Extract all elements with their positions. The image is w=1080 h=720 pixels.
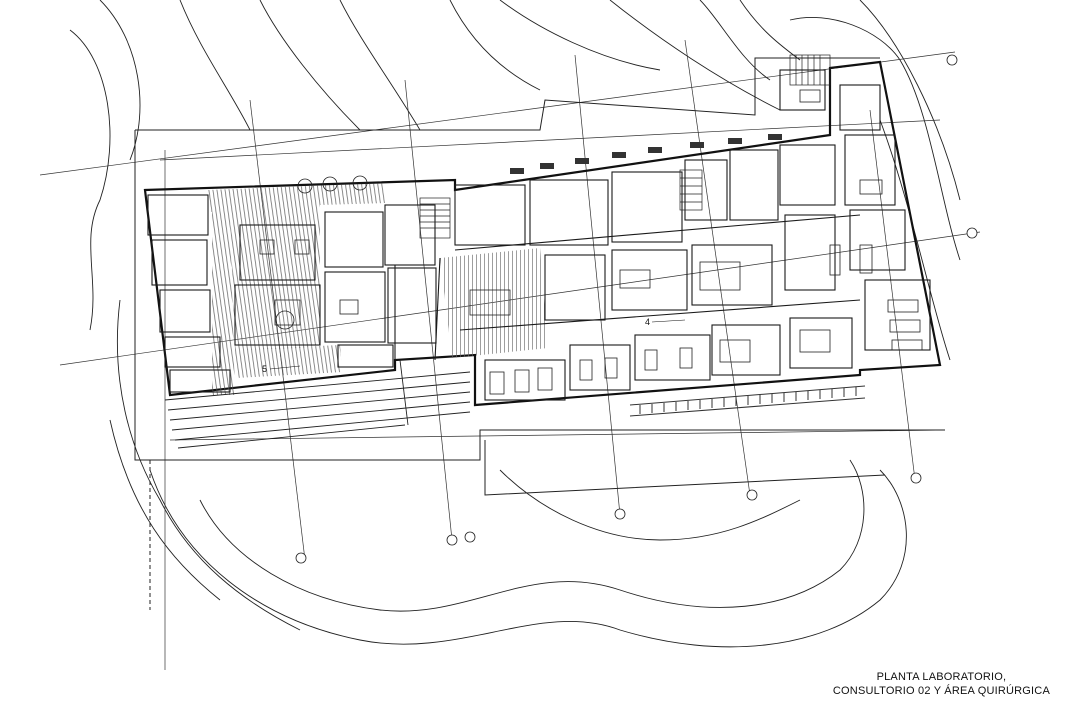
- furniture: [259, 89, 923, 395]
- north-wall-blocks: [510, 134, 782, 174]
- interior-walls: [147, 69, 931, 401]
- courtyard-hatch: [208, 183, 548, 395]
- drawing-caption: PLANTA LABORATORIO, CONSULTORIO 02 Y ÁRE…: [833, 670, 1050, 698]
- caption-line-2: CONSULTORIO 02 Y ÁREA QUIRÚRGICA: [832, 685, 1050, 697]
- caption-line-1: PLANTA LABORATORIO,: [876, 671, 1007, 683]
- parking-marks: [629, 385, 866, 417]
- axis-lines: [39, 39, 981, 670]
- stairs: [419, 54, 831, 239]
- front-steps: [164, 359, 471, 449]
- section-label-5: 5: [262, 364, 267, 374]
- elevation-markers: [295, 54, 978, 564]
- section-label-4: 4: [645, 317, 650, 327]
- contour-lines: [69, 0, 961, 648]
- building-walls: [143, 60, 942, 407]
- site-boundary: [134, 57, 945, 610]
- section-labels: 5 4: [262, 317, 686, 374]
